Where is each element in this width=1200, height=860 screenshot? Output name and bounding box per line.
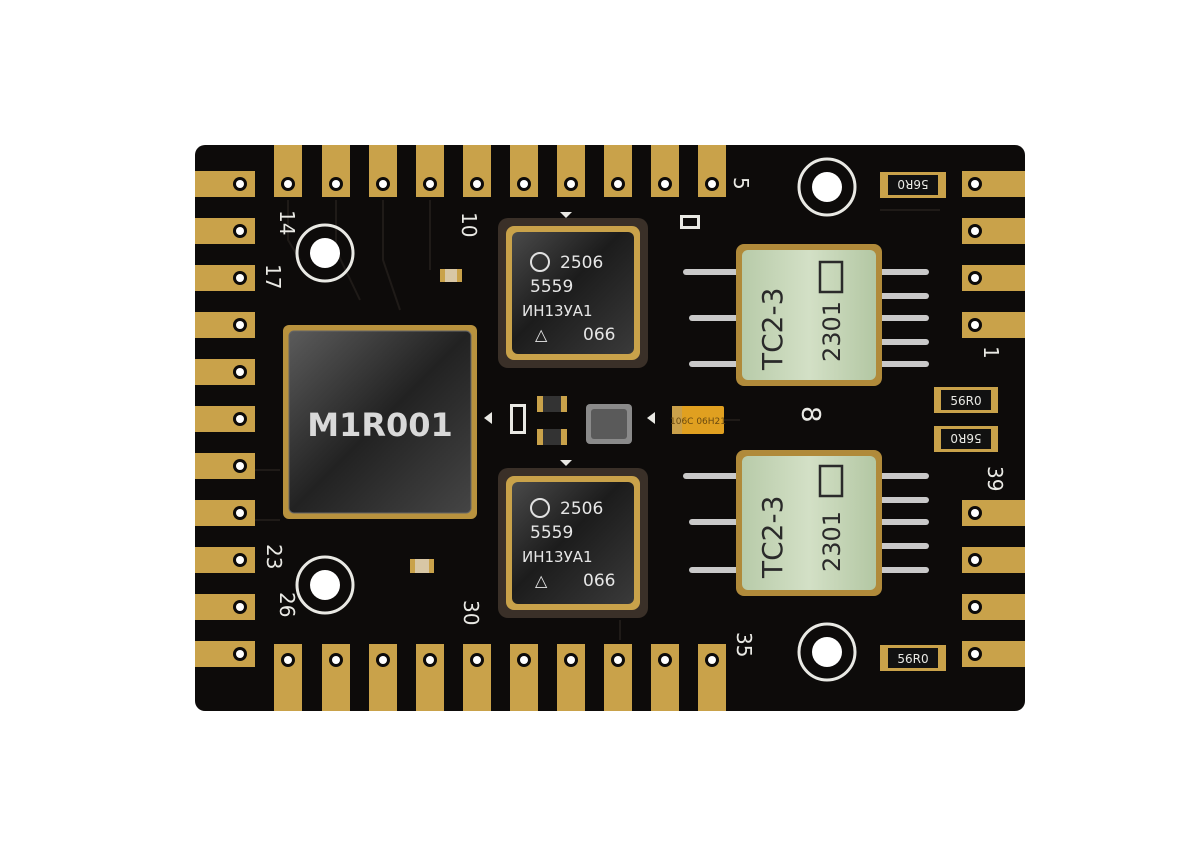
transformer-bottom-label1: ТС2-3: [756, 496, 789, 579]
smd-resistor-small: [680, 215, 700, 229]
pin-label-39: 39: [983, 466, 1007, 491]
logo-icon: [530, 498, 550, 518]
pin-label-17: 17: [261, 264, 285, 289]
tantalum-label: 106C 06H21: [670, 417, 726, 427]
mounting-hole-top-right: [797, 157, 857, 217]
transformer-top-label1: ТС2-3: [756, 288, 789, 371]
resistor-label: 56R0: [950, 394, 981, 408]
resistor-right-mid-top: 56R0: [934, 387, 998, 413]
ic-bottom-line1: 2506: [560, 499, 603, 519]
pin-label-1: 1: [979, 346, 1003, 359]
mounting-hole-bottom-right: [797, 622, 857, 682]
mounting-hole-top-left: [295, 223, 355, 283]
logo-icon: [530, 252, 550, 272]
right-pin-row: [962, 171, 1025, 667]
pin-label-23: 23: [262, 544, 286, 569]
transformer-top: ТС2-3 2301: [683, 244, 929, 386]
ic-top: 2506 5559 ИН13УА1 △ 066: [498, 218, 648, 368]
main-chip-label: M1R001: [307, 406, 453, 444]
mounting-hole-bottom-left: [295, 555, 355, 615]
ic-top-line2: 5559: [530, 277, 573, 297]
resistor-label: 56R0: [897, 652, 928, 666]
pin-label-10: 10: [457, 212, 481, 237]
resistor-top-right: 56R0: [880, 172, 946, 198]
ic-top-line1: 2506: [560, 253, 603, 273]
ic-top-line4: 066: [583, 325, 615, 345]
ic-top-line3: ИН13УА1: [522, 302, 593, 320]
pcb-traces: [255, 200, 940, 640]
resistor-right-mid-bottom: 56R0: [934, 426, 998, 452]
smd-capacitor-bottom: [410, 559, 434, 573]
crystal-oscillator: [586, 404, 632, 444]
pin-numbers: 5 10 14 17 23 26 30 35 1 39 8: [261, 177, 1007, 657]
top-pin-row: [274, 145, 726, 197]
ic-bottom-line3: ИН13УА1: [522, 548, 593, 566]
transformer-bottom-label2: 2301: [818, 511, 846, 572]
triangle-icon: △: [535, 325, 548, 344]
transformer-bottom: ТС2-3 2301: [683, 450, 929, 596]
ic-bottom-line4: 066: [583, 571, 615, 591]
ic-bottom-line2: 5559: [530, 523, 573, 543]
triangle-icon: △: [535, 571, 548, 590]
pin-label-35: 35: [732, 632, 756, 657]
pin-label-14: 14: [275, 210, 299, 235]
tantalum-capacitor: 106C 06H21: [670, 406, 726, 434]
polarity-markers: [484, 212, 655, 466]
smd-pair-center: [510, 396, 567, 445]
bottom-pin-row: [274, 644, 726, 711]
smd-capacitor-top: [440, 269, 462, 282]
left-pin-row: [195, 171, 255, 667]
pin-label-26: 26: [275, 592, 299, 617]
resistor-label: 56R0: [897, 177, 928, 191]
resistor-label: 56R0: [950, 431, 981, 445]
pin-label-30: 30: [459, 600, 483, 625]
resistor-bottom-right: 56R0: [880, 645, 946, 671]
main-chip: M1R001: [283, 325, 477, 519]
ic-bottom: 2506 5559 ИН13УА1 △ 066: [498, 468, 648, 618]
pin-label-5: 5: [729, 177, 753, 190]
pin-label-8: 8: [795, 406, 825, 423]
transformer-top-label2: 2301: [818, 301, 846, 362]
